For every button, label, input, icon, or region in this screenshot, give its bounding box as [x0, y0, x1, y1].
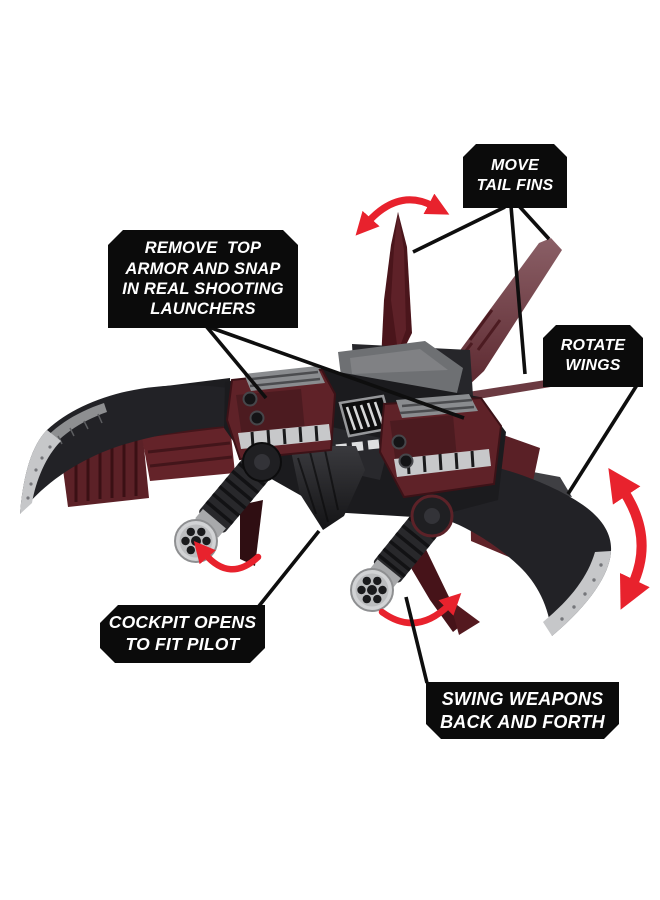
- line-rotate-wing: [566, 384, 639, 495]
- callout-text: MOVE: [491, 157, 539, 175]
- wing-rotate-arrow: [608, 468, 650, 610]
- callout-text: IN REAL SHOOTING: [122, 280, 284, 298]
- toy-jet: [20, 212, 612, 636]
- callout-text: REMOVE TOP: [144, 239, 262, 258]
- line-armor-right: [205, 324, 465, 420]
- right-gatling-gun: [350, 494, 480, 635]
- callout-move-tail-fins: MOVE TAIL FINS: [463, 144, 567, 208]
- left-launcher: [225, 366, 337, 461]
- callout-text: TO FIT PILOT: [125, 634, 240, 654]
- line-tailfins-base: [509, 205, 527, 375]
- callout-remove-top-armor: REMOVE TOP ARMOR AND SNAP IN REAL SHOOTI…: [108, 230, 298, 328]
- left-gatling-gun: [174, 442, 282, 566]
- right-launcher: [378, 394, 503, 499]
- line-tailfins-right: [517, 204, 551, 241]
- right-gun-swing-arrow: [378, 593, 462, 627]
- callout-text: ROTATE: [560, 337, 626, 355]
- callout-text: BACK AND FORTH: [440, 711, 605, 732]
- line-swing-weapon: [404, 596, 429, 684]
- left-wing-rivets: [26, 445, 52, 500]
- callout-swing-weapons: SWING WEAPONS BACK AND FORTH: [426, 682, 619, 739]
- callout-text: LAUNCHERS: [150, 300, 256, 319]
- line-tailfins-left: [412, 205, 506, 254]
- callout-rotate-wings: ROTATE WINGS: [543, 325, 643, 387]
- callout-text: COCKPIT OPENS: [108, 612, 257, 633]
- callout-text: SWING WEAPONS: [441, 689, 604, 710]
- line-armor-left: [204, 324, 268, 400]
- line-cockpit: [257, 529, 321, 608]
- right-gun-barrels: [357, 576, 387, 604]
- tail-fin-motion-arrow: [355, 193, 450, 236]
- callout-text: ARMOR AND SNAP: [125, 259, 281, 278]
- right-wing-rivets: [560, 563, 603, 621]
- callout-cockpit-opens: COCKPIT OPENS TO FIT PILOT: [100, 605, 265, 663]
- motion-arrows: [193, 193, 650, 627]
- left-gun-swing-arrow: [193, 541, 262, 573]
- nose-cone: [290, 446, 365, 530]
- callout-lines: [204, 204, 639, 684]
- left-wing: [20, 378, 235, 514]
- callout-text: TAIL FINS: [476, 177, 554, 194]
- callout-text: WINGS: [565, 357, 621, 374]
